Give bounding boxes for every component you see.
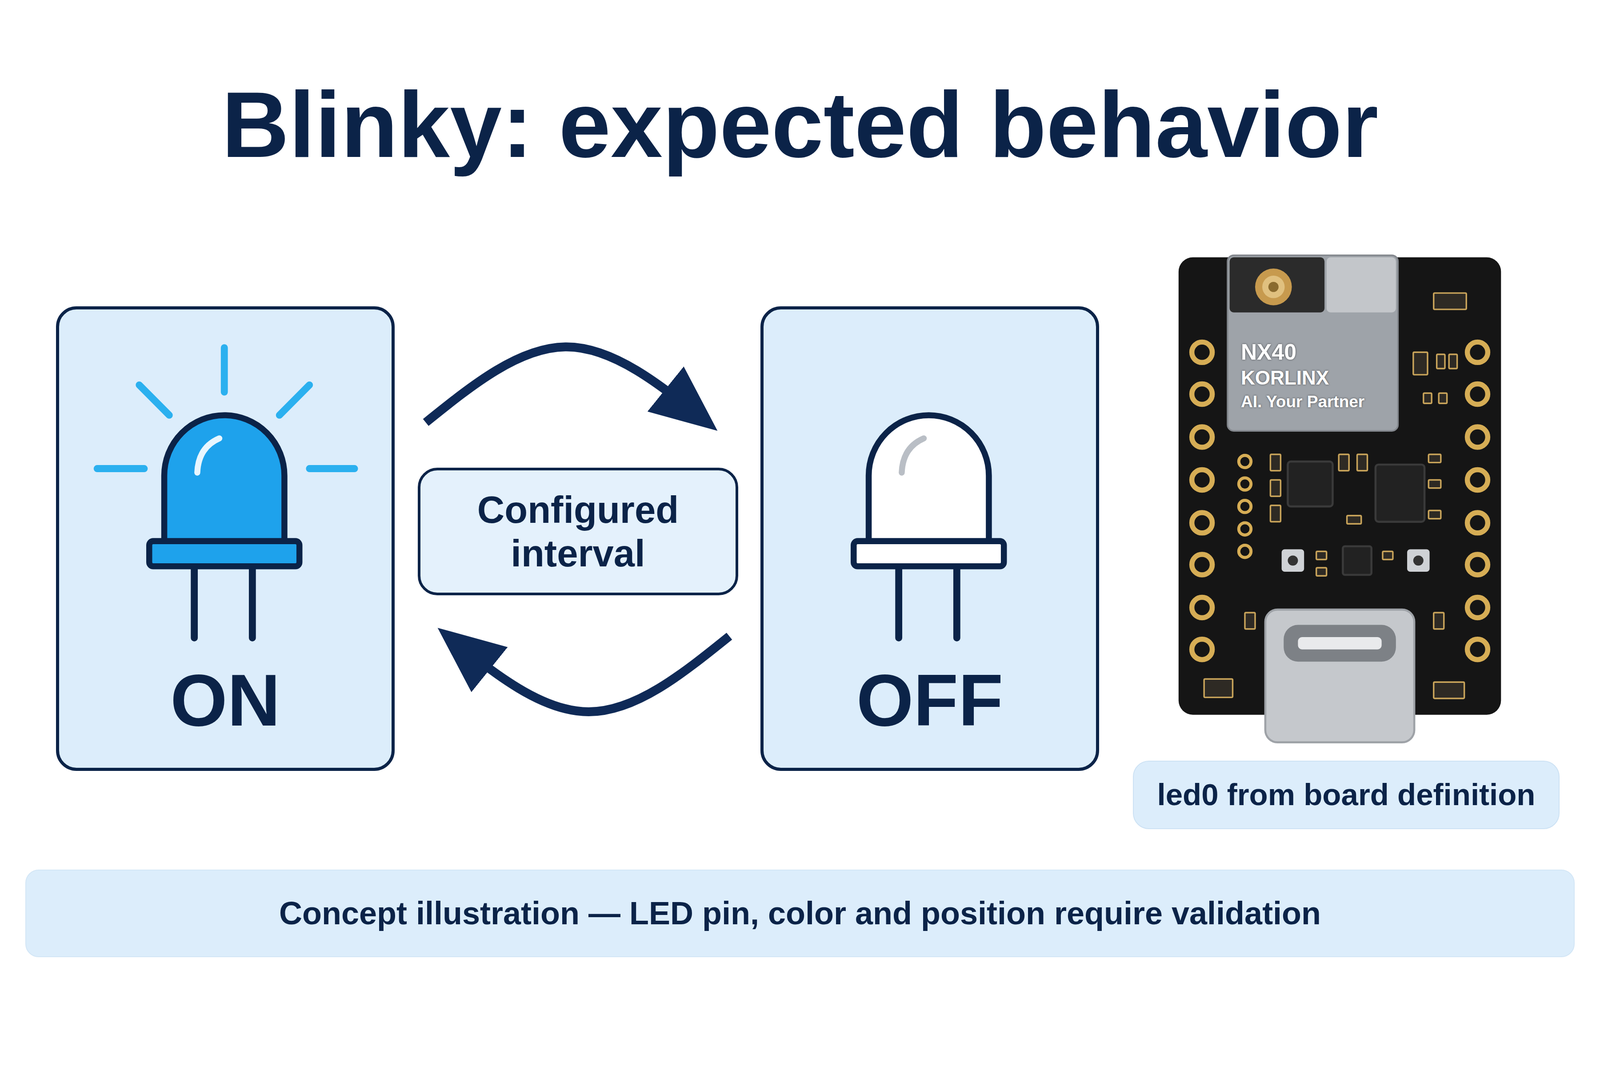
module-marking: KORLINX — [1240, 367, 1329, 389]
button-cap — [1413, 555, 1424, 566]
ufl-connector — [1255, 268, 1292, 306]
chip — [1342, 546, 1372, 575]
smd-part — [1357, 454, 1368, 471]
led-highlight — [197, 438, 220, 473]
led-leg — [895, 566, 903, 638]
button — [1407, 549, 1430, 572]
header-pad — [1238, 455, 1252, 468]
led-flange — [149, 540, 300, 567]
smd-part — [1413, 352, 1428, 375]
usb-c-port — [1265, 609, 1415, 743]
node-text: ON — [161, 658, 290, 743]
header-pad — [1238, 477, 1252, 491]
usb-c-tongue — [1297, 636, 1382, 650]
antenna-area — [1229, 257, 1325, 313]
header-pad — [1238, 522, 1252, 536]
pin-pad — [1192, 426, 1213, 448]
smd-part — [1270, 454, 1281, 471]
node-text: Concept illustration — LED pin, color an… — [270, 894, 1330, 932]
smd-part — [1433, 292, 1467, 310]
smd-part — [1338, 454, 1349, 471]
led-dome — [164, 415, 285, 544]
led-dome — [868, 415, 989, 544]
node-text: led0 from board definition — [1148, 776, 1544, 812]
led-leg — [190, 566, 198, 638]
smd-part — [1438, 392, 1447, 404]
button — [1281, 549, 1305, 572]
smd-part — [1433, 681, 1465, 699]
light-ray — [220, 347, 228, 392]
smd-part — [1428, 510, 1441, 519]
note-pill: led0 from board definition — [1132, 760, 1560, 829]
smd-part — [1347, 515, 1362, 524]
smd-part — [1428, 479, 1441, 488]
dev-board — [1178, 255, 1502, 743]
pin-pad — [1467, 597, 1488, 618]
ufl-connector — [1262, 275, 1285, 299]
header-pad — [1238, 544, 1252, 558]
interval-box: Configured interval — [417, 467, 739, 596]
smd-part — [1423, 392, 1432, 404]
header-pad — [1238, 500, 1252, 513]
smd-part — [1428, 454, 1441, 463]
smd-part — [1436, 354, 1445, 369]
state-box: OFF — [760, 306, 1100, 771]
node-text: OFF — [847, 658, 1012, 743]
smd-part — [1316, 567, 1327, 576]
pin-pad — [1467, 426, 1488, 448]
led-leg — [248, 566, 256, 638]
led-leg — [953, 566, 961, 638]
transition-arrow — [448, 636, 730, 712]
light-ray — [97, 464, 145, 472]
pin-pad — [1192, 341, 1213, 363]
pin-pad — [1467, 384, 1488, 405]
smd-part — [1270, 505, 1281, 522]
light-ray — [139, 384, 170, 416]
pin-pad — [1467, 469, 1488, 490]
smd-part — [1382, 551, 1393, 560]
chip — [1375, 464, 1425, 522]
smd-part — [1316, 551, 1327, 560]
rf-shield — [1227, 255, 1398, 431]
pin-pad — [1192, 639, 1213, 660]
title: Blinky: expected behavior — [0, 71, 1600, 179]
led-highlight — [901, 438, 924, 473]
pin-pad — [1192, 384, 1213, 405]
pin-pad — [1467, 512, 1488, 533]
smd-part — [1448, 354, 1457, 369]
smd-part — [1270, 479, 1281, 496]
button-cap — [1287, 555, 1298, 566]
module-marking: AI. Your Partner — [1240, 392, 1365, 412]
smd-part — [1244, 612, 1256, 629]
pin-pad — [1467, 554, 1488, 575]
light-ray — [279, 384, 310, 416]
smd-part — [1433, 612, 1444, 629]
pin-pad — [1467, 341, 1488, 363]
light-ray — [309, 464, 355, 472]
led-flange — [853, 540, 1004, 567]
pin-pad — [1192, 597, 1213, 618]
state-box: ON — [56, 306, 395, 771]
module-marking: NX40 — [1240, 340, 1297, 365]
node-text: Configured interval — [420, 488, 736, 576]
pin-pad — [1192, 469, 1213, 490]
shield-top — [1326, 257, 1396, 313]
pin-pad — [1467, 639, 1488, 660]
ufl-connector — [1268, 281, 1279, 292]
caption-band: Concept illustration — LED pin, color an… — [25, 869, 1575, 957]
pin-pad — [1192, 554, 1213, 575]
usb-c-slot — [1283, 624, 1396, 662]
chip — [1287, 461, 1333, 507]
transition-arrow — [425, 346, 708, 423]
pin-pad — [1192, 512, 1213, 533]
smd-part — [1204, 678, 1233, 697]
